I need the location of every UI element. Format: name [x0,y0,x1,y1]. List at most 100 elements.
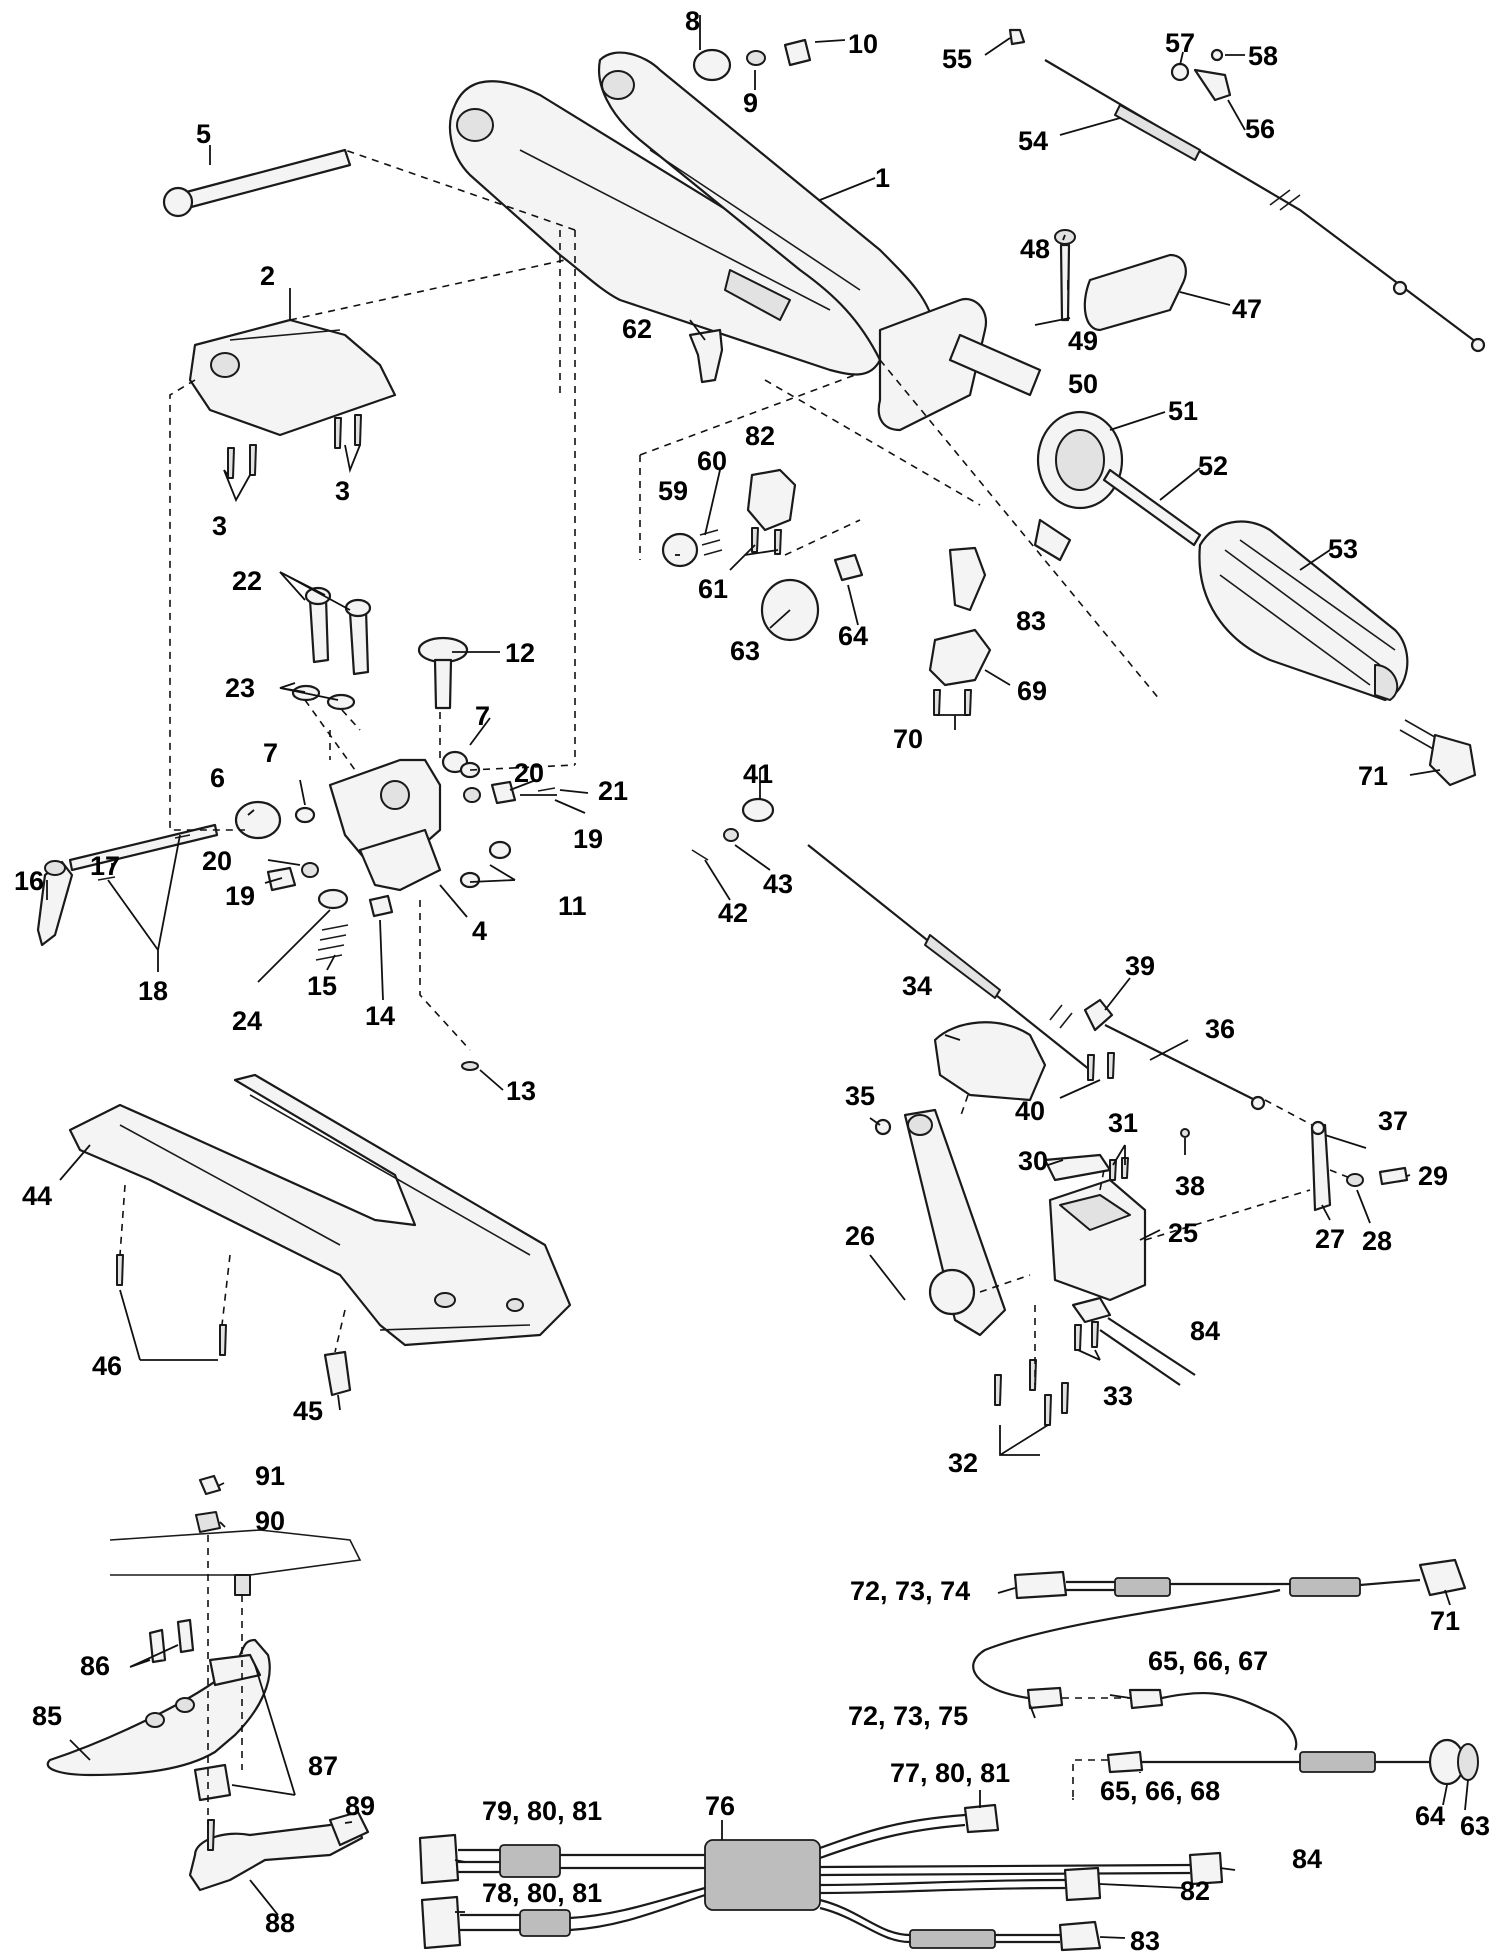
parts-41-43-cable [691,797,1266,1111]
part-91-nut [198,1474,222,1496]
label-48: 48 [1020,234,1050,264]
label-87: 87 [308,1751,338,1781]
label-63b: 63 [1460,1811,1490,1841]
part-30-bracket [1043,1153,1112,1182]
label-49: 49 [1068,326,1098,356]
label-82a: 82 [745,421,775,451]
part-50-rod [1059,243,1071,322]
label-54: 54 [1018,126,1048,156]
label-23: 23 [225,673,255,703]
part-53-grip [1198,520,1409,702]
part-47-cover [1083,253,1187,332]
label-17: 17 [90,851,120,881]
bolts-22 [304,586,372,676]
label-79-80-81: 79, 80, 81 [482,1796,602,1826]
label-58: 58 [1248,41,1278,71]
label-38: 38 [1175,1171,1205,1201]
part-55-end [1008,28,1026,46]
label-26: 26 [845,1221,875,1251]
part-60-spring [699,529,723,556]
label-1: 1 [875,163,890,193]
label-78-80-81: 78, 80, 81 [482,1878,602,1908]
part-19-nut [490,780,517,805]
part-12-pin [417,636,469,710]
label-62: 62 [622,314,652,344]
label-63a: 63 [730,636,760,666]
label-29: 29 [1418,1161,1448,1191]
part-34-cover [933,1021,1047,1102]
connector-72-75 [1026,1686,1064,1710]
part-69-bracket [928,628,992,687]
label-88: 88 [265,1908,295,1938]
label-45: 45 [293,1396,323,1426]
label-57: 57 [1165,28,1195,58]
label-16: 16 [14,866,44,896]
label-47: 47 [1232,294,1262,324]
label-61: 61 [698,574,728,604]
part-88-tiller-arm [188,1813,364,1892]
label-76: 76 [705,1791,735,1821]
part-84-switch [1071,1296,1112,1324]
part-64-nut [833,553,864,582]
connector-65-67 [1128,1688,1164,1710]
part-10-nut [783,38,812,67]
label-9: 9 [743,88,758,118]
label-27: 27 [1315,1224,1345,1254]
connector-78 [420,1895,462,1950]
part-14-nut [368,894,394,918]
leader-lines [46,15,1469,1939]
label-50: 50 [1068,369,1098,399]
label-6: 6 [210,763,225,793]
connector-79 [418,1833,460,1885]
connector-65-68 [1106,1750,1144,1774]
label-20a: 20 [514,758,544,788]
label-42: 42 [718,898,748,928]
label-3b: 3 [335,476,350,506]
throttle-grip-assembly [877,229,1477,787]
part-27-lever [1310,1123,1332,1212]
label-72-73-74: 72, 73, 74 [850,1576,970,1606]
label-40: 40 [1015,1096,1045,1126]
connector-72-74 [1013,1570,1068,1600]
part-2-support [188,318,397,479]
part-4-bracket [328,758,442,892]
label-2: 2 [260,261,275,291]
label-71a: 71 [1358,761,1388,791]
parts-62-83-69 [688,328,992,716]
part-45-clip [323,1350,352,1397]
label-41: 41 [743,759,773,789]
label-65-66-68: 65, 66, 68 [1100,1776,1220,1806]
parts-25-33 [994,1120,1409,1426]
label-91: 91 [255,1461,285,1491]
wiring-harness [418,1558,1479,1952]
label-60: 60 [697,446,727,476]
label-21: 21 [598,776,628,806]
part-83-switch [948,546,987,612]
connector-83 [1058,1920,1102,1952]
part-87-plate [193,1763,232,1802]
label-86: 86 [80,1651,110,1681]
part-89-pad [328,1810,370,1847]
part-13-clip [461,1061,479,1071]
label-5: 5 [196,119,211,149]
label-24: 24 [232,1006,262,1036]
label-52: 52 [1198,451,1228,481]
parts-85-91 [46,1474,370,1892]
label-83b: 83 [1130,1926,1160,1956]
label-83a: 83 [1016,606,1046,636]
dashed-guide-lines-right [959,1094,1351,1385]
label-71b: 71 [1430,1606,1460,1636]
label-64a: 64 [838,621,868,651]
part-52-shaft [1102,468,1202,547]
label-84a: 84 [1190,1316,1220,1346]
part-16-17-shaft [36,823,219,947]
label-10: 10 [848,29,878,59]
label-59: 59 [658,476,688,506]
label-69: 69 [1017,676,1047,706]
part-24-bushing [317,888,349,910]
part-6-bushing [234,800,282,840]
parts-34-35-26 [874,1021,1047,1337]
label-19a: 19 [573,824,603,854]
callout-labels: 1 2 3 3 4 5 6 7 7 8 9 10 11 12 13 14 15 … [14,6,1490,1956]
